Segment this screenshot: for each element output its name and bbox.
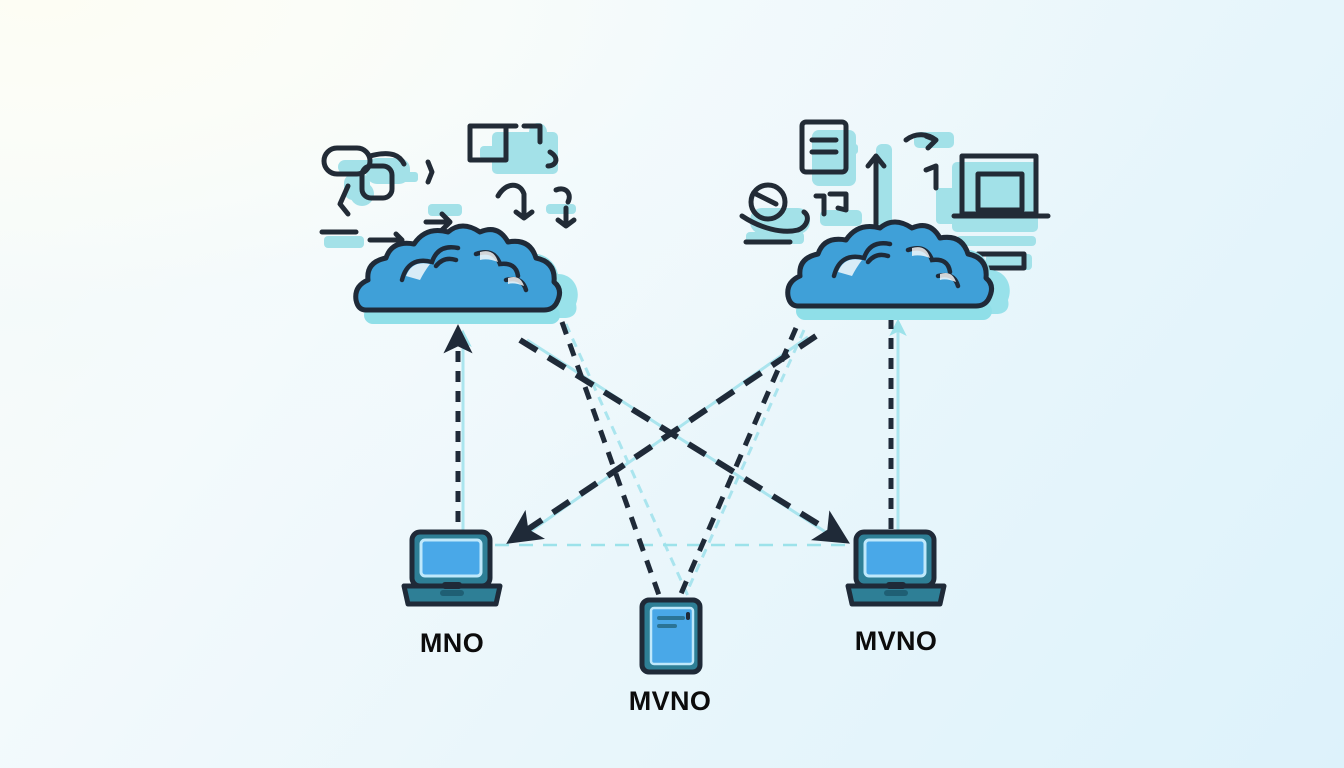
phone-screen-lines [657,616,685,628]
line-left-cloud-to-mvno-center [559,321,663,599]
right-doodle-cluster [739,119,1051,271]
line-left-cloud-to-mvno-right [518,337,850,544]
dark-doodle-strokes [739,119,1051,271]
laptop-trackpad [884,590,908,596]
laptop-trackpad [440,590,464,596]
connection-lines [443,318,894,599]
cloud-body [785,219,994,309]
mno-laptop-icon[interactable] [400,528,504,612]
phone-camera [686,612,690,620]
ghost-right-cloud-to-mvno-center [684,329,806,595]
mvno-smartphone-icon[interactable] [636,596,706,676]
ghost-left-cloud-to-mvno-center [564,323,690,597]
left-cloud [353,223,578,324]
laptop-hinge [886,582,906,589]
mvno-laptop-icon[interactable] [844,528,948,612]
mno-node-label: MNO [419,628,485,658]
ghost-right-cloud-to-mno [517,335,809,542]
right-cloud [785,219,1010,320]
ghost-left-cloud-to-mvno-right [526,338,839,542]
cloud-highlights [406,251,524,286]
line-right-cloud-to-mvno-center [677,327,799,597]
cloud-body [353,223,562,313]
mvno-right-node-label: MVNO [854,626,938,656]
connection-ghosts [454,318,907,597]
cloud-highlights [838,247,956,282]
line-right-cloud-to-mno [506,333,818,544]
laptop-hinge [442,582,462,589]
dark-doodle-strokes [319,123,577,243]
left-doodle-cluster [319,123,577,248]
mvno-center-node-label: MVNO [628,686,712,716]
laptop-screen [863,538,927,578]
laptop-screen [419,538,483,578]
phone-screen [649,606,695,666]
